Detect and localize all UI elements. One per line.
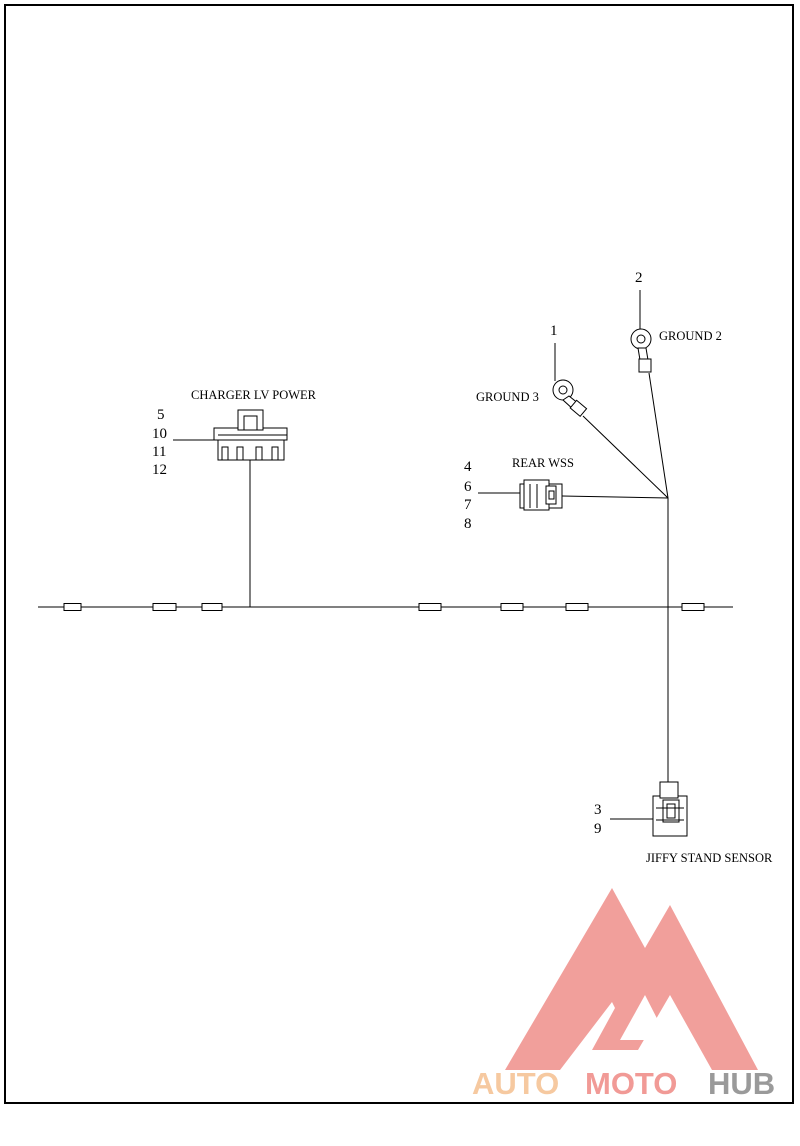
rear-wss-connector bbox=[478, 479, 563, 511]
main-harness-trunk bbox=[38, 603, 733, 611]
charger-callout-5: 5 bbox=[157, 407, 165, 423]
watermark-text: AUTO MOTO HUB bbox=[472, 1066, 775, 1101]
harness-clip bbox=[152, 603, 177, 611]
ground-2-wire bbox=[648, 372, 669, 499]
rear-wss-label: REAR WSS bbox=[512, 456, 574, 470]
watermark-text-hub: HUB bbox=[708, 1066, 775, 1101]
watermark-logo bbox=[505, 888, 758, 1070]
jiffy-callout-3: 3 bbox=[594, 802, 602, 818]
charger-lv-power-label: CHARGER LV POWER bbox=[191, 388, 317, 402]
rear-wss-callout-6: 6 bbox=[464, 479, 472, 495]
jiffy-stand-sensor-label: JIFFY STAND SENSOR bbox=[646, 851, 773, 865]
watermark-triangle-cutout bbox=[620, 995, 668, 1040]
ground-3-wire bbox=[582, 415, 669, 499]
charger-callout-12: 12 bbox=[152, 462, 167, 478]
harness-clip bbox=[565, 603, 589, 611]
rear-wss-wire bbox=[561, 495, 669, 499]
branch-wires bbox=[249, 372, 669, 785]
charger-callout-11: 11 bbox=[152, 444, 166, 460]
jiffy-callout-9: 9 bbox=[594, 821, 602, 837]
rear-wss-callout-8: 8 bbox=[464, 516, 472, 532]
harness-clip bbox=[500, 603, 524, 611]
ground-2-callout-2: 2 bbox=[635, 270, 643, 286]
rear-wss-callout-4: 4 bbox=[464, 459, 472, 475]
ground-3-label: GROUND 3 bbox=[476, 390, 539, 404]
watermark-triangle-mark bbox=[505, 888, 758, 1070]
harness-clip bbox=[63, 603, 82, 611]
charger-callout-10: 10 bbox=[152, 426, 167, 442]
ground-3-callout-1: 1 bbox=[550, 323, 558, 339]
watermark-text-auto: AUTO bbox=[472, 1066, 559, 1101]
watermark-text-moto: MOTO bbox=[585, 1066, 677, 1101]
jiffy-stand-sensor-connector bbox=[610, 781, 688, 837]
ground-2-ring-terminal bbox=[630, 290, 652, 373]
ground-2-label: GROUND 2 bbox=[659, 329, 722, 343]
charger-lv-power-connector bbox=[173, 409, 288, 461]
drawing-frame bbox=[4, 4, 794, 1104]
ground-3-ring-terminal bbox=[552, 343, 588, 418]
harness-clip bbox=[201, 603, 223, 611]
harness-clip bbox=[418, 603, 442, 611]
harness-clip bbox=[681, 603, 705, 611]
rear-wss-callout-7: 7 bbox=[464, 497, 472, 513]
